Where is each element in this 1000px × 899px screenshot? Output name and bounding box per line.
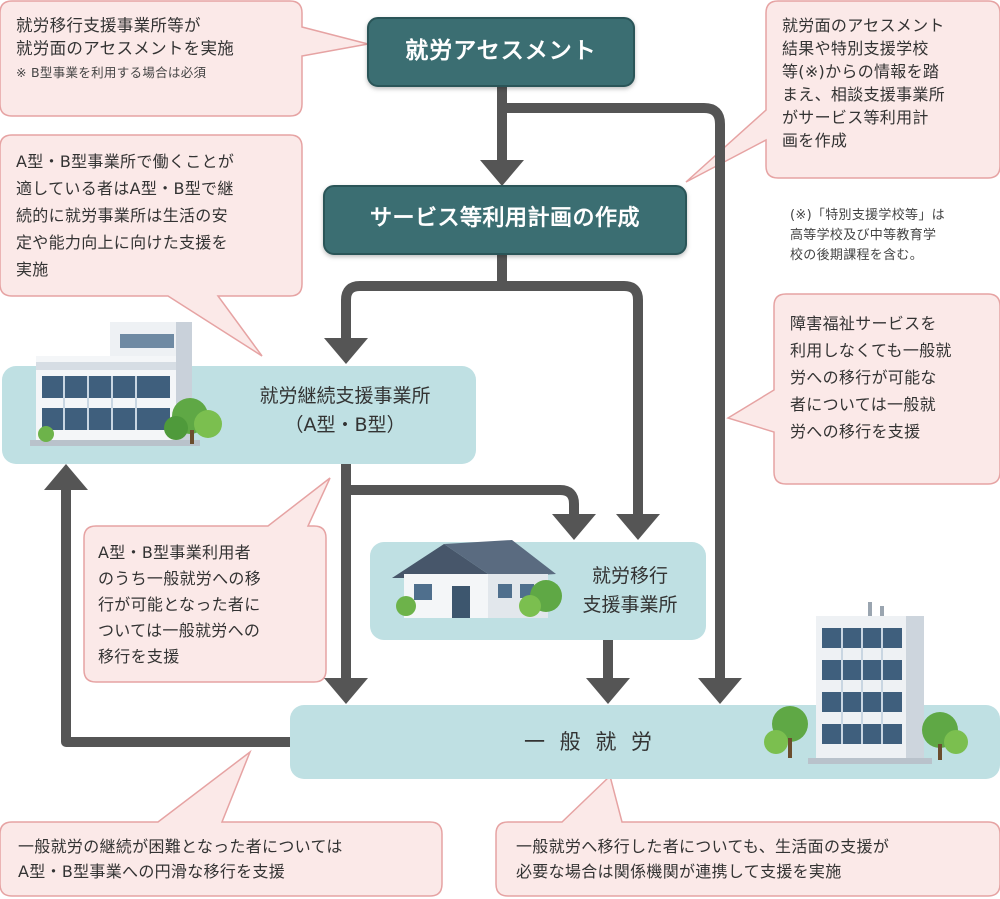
assessment-note-text: 就労移行支援事業所等が 就労面のアセスメントを実施 ※ B型事業を利用する場合は… (16, 14, 296, 82)
bubble-ab-transition-note (83, 477, 331, 683)
assessment-note-line-1: 就労移行支援事業所等が (16, 16, 201, 35)
ab-transition-note-line-2: のうち一般就労への移 (98, 569, 262, 588)
line-plan-to-continuation (341, 254, 507, 340)
arrowheads (44, 160, 742, 704)
plan-note-line-4: まえ、相談支援事業所 (782, 85, 946, 104)
ab-transition-note-line-3: 行が可能となった者に (98, 595, 261, 614)
transition-support-line-2: 支援事業所 (582, 594, 678, 616)
ab-work-note-text: A型・B型事業所で働くことが 適している者はA型・B型で継 続的に就労事業所は生… (16, 148, 300, 283)
bubble-direct-employment-note (726, 293, 1000, 485)
school-note-text: (※)「特別支援学校等」は 高等学校及び中等教育学 校の後期課程を含む。 (790, 206, 998, 266)
house-icon (392, 540, 562, 618)
connectors (61, 86, 725, 747)
ab-transition-note-line-4: ついては一般就労への (98, 621, 261, 640)
transition-support-label: 就労移行 支援事業所 (560, 562, 700, 620)
arrowhead-plan (480, 160, 524, 186)
continuation-support-label: 就労継続支援事業所 （A型・B型） (220, 382, 470, 440)
line-continuation-to-transition (346, 485, 579, 516)
plan-note-text: 就労面のアセスメント 結果や特別支援学校 等(※)からの情報を踏 まえ、相談支援… (782, 14, 992, 152)
arrowhead-transition-from-plan (616, 514, 660, 540)
school-note-line-2: 高等学校及び中等教育学 (790, 228, 937, 243)
continuation-support-line-1: 就労継続支援事業所 (259, 385, 431, 407)
general-employment-label: 一 般 就 労 (523, 730, 657, 754)
arrowhead-transition-from-continuation (552, 514, 596, 540)
bubble-return-note (0, 749, 443, 897)
ab-work-note-line-4: 定や能力向上に向けた支援を (16, 233, 228, 252)
arrowhead-general-from-assessment (698, 678, 742, 704)
arrowhead-return-to-continuation (44, 464, 88, 490)
ab-work-note-line-2: 適している者はA型・B型で継 (16, 179, 234, 198)
school-note-line-3: 校の後期課程を含む。 (790, 248, 924, 263)
return-note-line-2: A型・B型事業への円滑な移行を支援 (18, 862, 286, 881)
bubble-assessment-note (0, 0, 369, 117)
node-plan (323, 185, 687, 255)
plan-note-line-6: 画を作成 (782, 131, 848, 150)
plan-note-line-1: 就労面のアセスメント (782, 16, 945, 35)
bubble-ab-work-note (0, 134, 303, 357)
line-general-to-continuation (61, 488, 290, 747)
arrowhead-general-from-transition (586, 678, 630, 704)
return-note-text: 一般就労の継続が困難となった者については A型・B型事業への円滑な移行を支援 (18, 834, 438, 884)
plan-note-line-5: がサービス等利用計 (782, 108, 929, 127)
transition-support-line-1: 就労移行 (591, 565, 668, 587)
plan-note-line-3: 等(※)からの情報を踏 (782, 62, 940, 81)
support-note-text: 一般就労へ移行した者についても、生活面の支援が 必要な場合は関係機関が連携して支… (516, 834, 996, 884)
office-building-icon (30, 322, 222, 446)
bubble-plan-note (685, 0, 1000, 183)
direct-employment-note-text: 障害福祉サービスを 利用しなくても一般就 労への移行が可能な 者については一般就… (790, 310, 996, 445)
direct-employment-note-line-4: 者については一般就 (790, 395, 936, 414)
company-building-icon (764, 602, 968, 764)
node-assessment-label: 就労アセスメント (405, 38, 597, 64)
bubble-support-note (495, 774, 1000, 897)
ab-transition-note-line-1: A型・B型事業利用者 (98, 543, 251, 562)
arrowhead-continuation (324, 338, 368, 364)
node-assessment (367, 17, 635, 87)
node-plan-label: サービス等利用計画の作成 (369, 206, 640, 231)
arrowhead-general-from-continuation (324, 678, 368, 704)
return-note-line-1: 一般就労の継続が困難となった者については (18, 837, 343, 856)
ab-transition-note-line-5: 移行を支援 (98, 647, 180, 666)
plan-note-line-2: 結果や特別支援学校 (782, 39, 929, 58)
support-note-line-1: 一般就労へ移行した者についても、生活面の支援が (516, 837, 890, 856)
ab-transition-note-text: A型・B型事業利用者 のうち一般就労への移 行が可能となった者に ついては一般就… (98, 540, 324, 670)
line-assessment-to-general (502, 103, 725, 680)
direct-employment-note-line-5: 労への移行を支援 (790, 422, 921, 441)
assessment-note-remark: ※ B型事業を利用する場合は必須 (16, 65, 207, 80)
ab-work-note-line-1: A型・B型事業所で働くことが (16, 152, 235, 171)
continuation-support-line-2: （A型・B型） (284, 414, 406, 436)
assessment-note-line-2: 就労面のアセスメントを実施 (16, 39, 235, 58)
line-plan-to-transition (502, 281, 643, 516)
support-note-line-2: 必要な場合は関係機関が連携して支援を実施 (516, 862, 842, 881)
school-note-line-1: (※)「特別支援学校等」は (790, 208, 945, 223)
ab-work-note-line-3: 続的に就労事業所は生活の安 (16, 206, 228, 225)
direct-employment-note-line-1: 障害福祉サービスを (790, 314, 937, 333)
ab-work-note-line-5: 実施 (16, 260, 49, 279)
direct-employment-note-line-2: 利用しなくても一般就 (790, 341, 952, 360)
direct-employment-note-line-3: 労への移行が可能な (790, 368, 937, 387)
